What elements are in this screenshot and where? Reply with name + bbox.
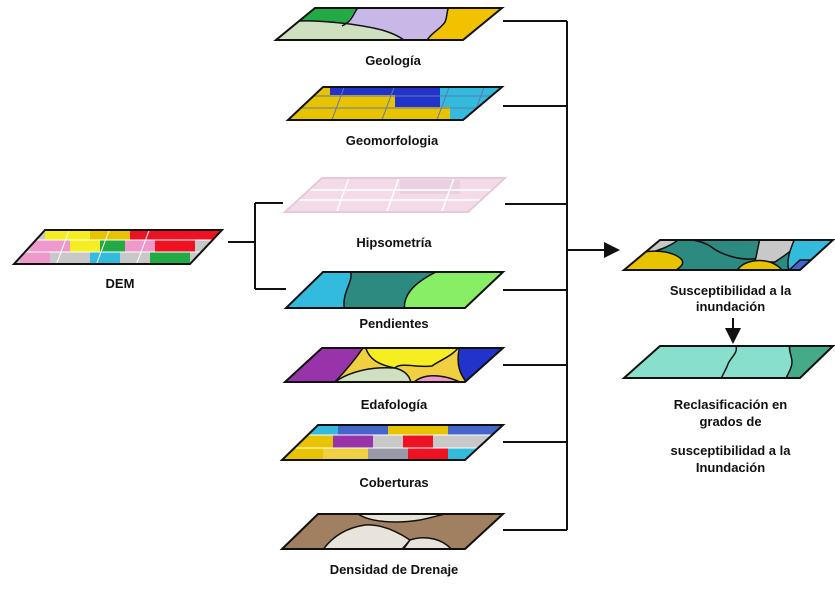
dem-label: DEM [105,276,135,291]
reclasificacion-label-line2: grados de [699,414,762,429]
reclasificacion-label-line3: susceptibilidad a la [670,443,791,458]
hipsometria-label: Hipsometría [356,235,432,250]
geomorfologia-label: Geomorfologia [345,133,439,148]
susceptibilidad-label-line1: Susceptibilidad a la [669,283,792,298]
reclasificacion-label-line4: Inundación [695,460,766,475]
densidad-drenaje-layer [279,513,506,550]
edafologia-layer [282,347,506,383]
geologia-label: Geología [365,53,421,68]
connectors [228,20,741,531]
reclasificacion-layer [621,345,835,379]
pendientes-layer [283,271,506,309]
reclasificacion-label-line1: Reclasificación en [673,397,788,412]
edafologia-label: Edafología [360,397,428,412]
susceptibilidad-label-line2: inundación [695,299,766,314]
pendientes-label: Pendientes [359,316,429,331]
coberturas-label: Coberturas [359,475,429,490]
susceptibilidad-layer [621,239,835,271]
densidad-drenaje-label: Densidad de Drenaje [329,562,459,577]
hipsometria-layer [282,177,508,213]
geomorfologia-layer [285,86,505,121]
geologia-layer [273,7,505,41]
coberturas-layer [279,424,506,461]
dem-layer [11,229,225,265]
